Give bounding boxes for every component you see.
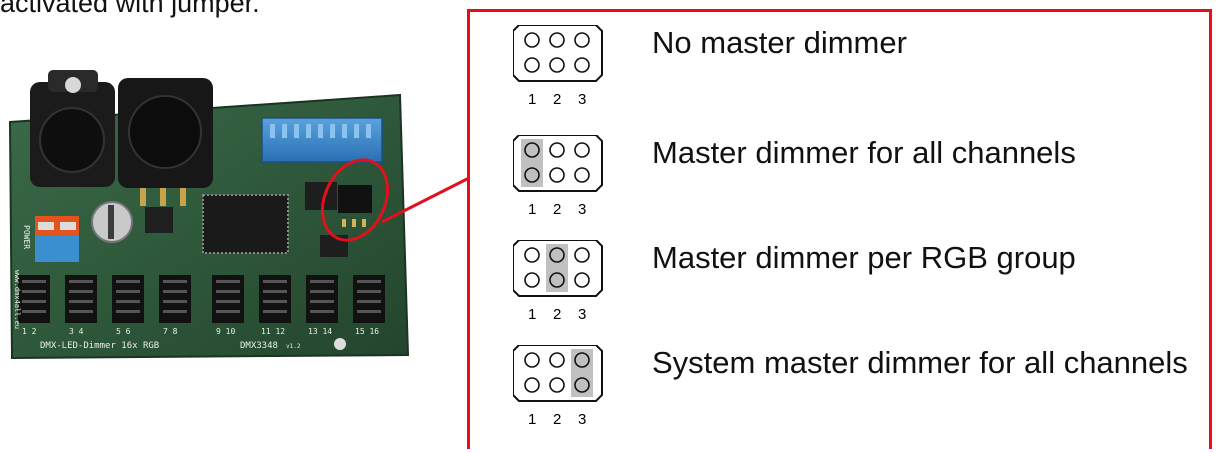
jumper-options-box: 1 2 3 No master dimmer 1 2 3 Master dimm… xyxy=(467,9,1212,449)
power-label: POWER xyxy=(22,225,31,249)
channel-number-2: 3 4 xyxy=(69,327,84,336)
jumper-option-label: No master dimmer xyxy=(652,25,907,60)
jumper-bridge xyxy=(546,244,568,292)
pin-number-1: 1 xyxy=(528,201,536,218)
dip-switch xyxy=(261,117,383,163)
xlr-connector-right xyxy=(118,78,213,206)
jumper-header xyxy=(338,185,372,227)
board-name-text: DMX-LED-Dimmer 16x RGB xyxy=(40,341,159,351)
pin-number-2: 2 xyxy=(553,411,561,428)
pin-number-1: 1 xyxy=(528,306,536,323)
callout-connector-line xyxy=(381,176,470,224)
jumper-option-row: 1 2 3 System master dimmer for all chann… xyxy=(470,345,1215,445)
jumper-diagram: 1 2 3 xyxy=(513,240,603,323)
channel-number-8: 15 16 xyxy=(355,327,379,336)
jumper-option-label: Master dimmer per RGB group xyxy=(652,240,1076,275)
jumper-diagram: 1 2 3 xyxy=(513,345,603,428)
heading-line: activated with jumper. xyxy=(0,0,260,18)
pin-number-2: 2 xyxy=(553,306,561,323)
pin-number-2: 2 xyxy=(553,201,561,218)
pin-number-1: 1 xyxy=(528,91,536,108)
jumper-option-label: System master dimmer for all channels xyxy=(652,345,1188,380)
channel-number-3: 5 6 xyxy=(116,327,131,336)
channel-number-1: 1 2 xyxy=(22,327,37,336)
channel-number-6: 11 12 xyxy=(261,327,285,336)
jumper-option-label: Master dimmer for all channels xyxy=(652,135,1076,170)
driver-chip-small xyxy=(320,235,348,257)
microcontroller-chip xyxy=(202,194,289,254)
channel-number-7: 13 14 xyxy=(308,327,332,336)
pin-number-3: 3 xyxy=(578,411,586,428)
website-label: www.dmx4all.eu xyxy=(13,270,21,329)
jumper-bridge xyxy=(571,349,593,397)
jumper-option-row: 1 2 3 No master dimmer xyxy=(470,25,1215,125)
xlr-connector-left xyxy=(30,70,115,187)
channel-number-5: 9 10 xyxy=(216,327,235,336)
power-terminal xyxy=(35,216,79,262)
jumper-diagram: 1 2 3 xyxy=(513,25,603,108)
jumper-option-row: 1 2 3 Master dimmer per RGB group xyxy=(470,240,1215,340)
capacitor xyxy=(91,201,133,243)
jumper-bridge xyxy=(521,139,543,187)
pin-number-3: 3 xyxy=(578,201,586,218)
pin-number-2: 2 xyxy=(553,91,561,108)
driver-chip xyxy=(305,182,337,210)
pin-number-1: 1 xyxy=(528,411,536,428)
jumper-diagram: 1 2 3 xyxy=(513,135,603,218)
pin-number-3: 3 xyxy=(578,91,586,108)
channel-number-4: 7 8 xyxy=(163,327,178,336)
jumper-option-row: 1 2 3 Master dimmer for all channels xyxy=(470,135,1215,235)
pin-number-3: 3 xyxy=(578,306,586,323)
board-model-text: DMX3348 xyxy=(240,341,278,351)
callout-circle xyxy=(321,158,389,242)
mounting-hole xyxy=(334,338,346,350)
regulator-chip xyxy=(145,207,173,233)
board-version-text: v1.2 xyxy=(286,343,301,350)
